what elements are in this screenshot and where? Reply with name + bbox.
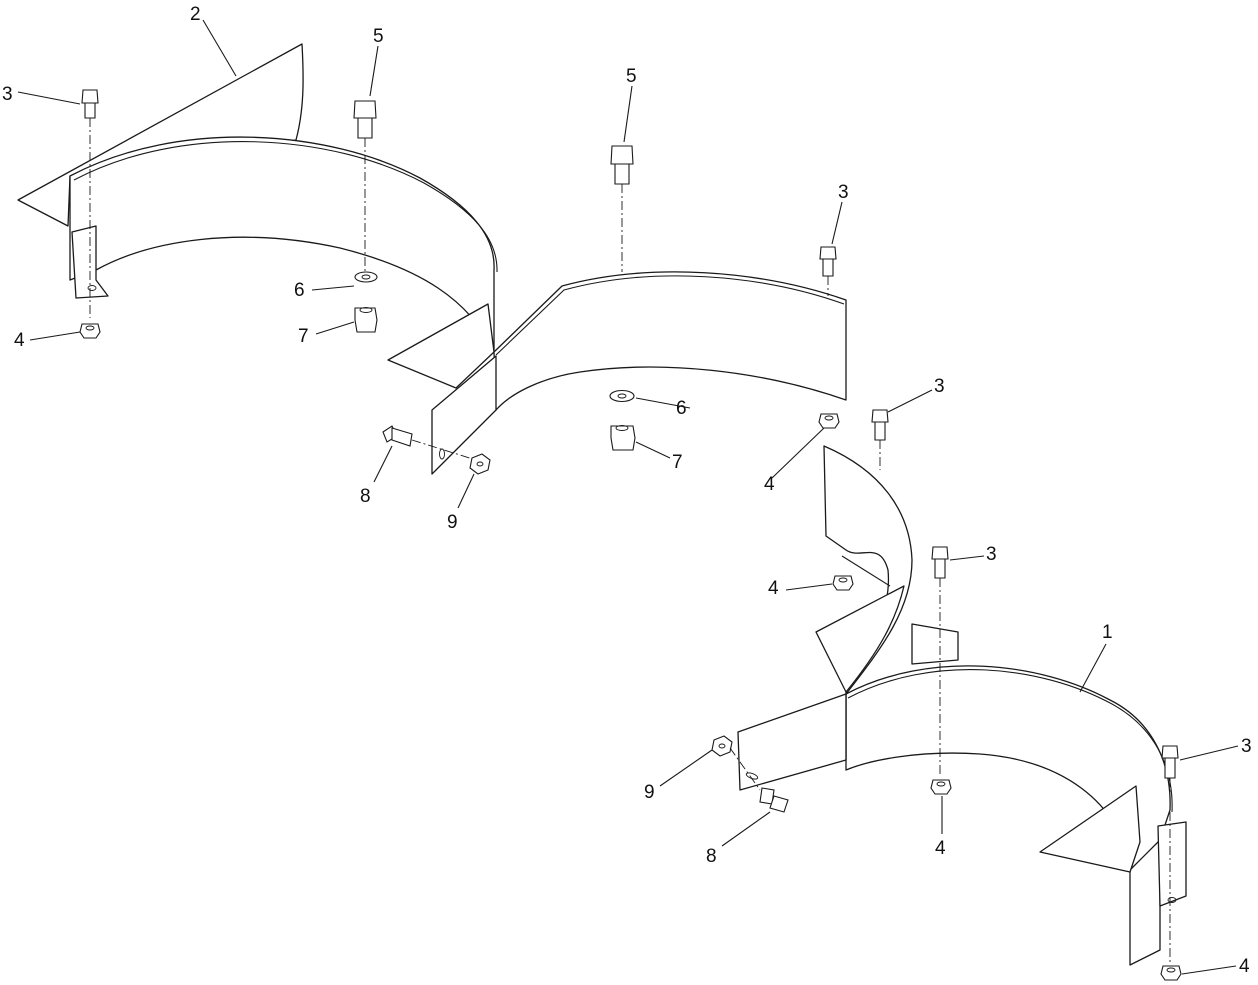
callout-3-upper-left: 3 bbox=[2, 84, 13, 105]
callout-6-center: 6 bbox=[676, 398, 687, 419]
callout-7-left: 7 bbox=[298, 326, 309, 347]
bolt-3-right-mid bbox=[871, 409, 889, 441]
part-1-side-wing bbox=[1039, 785, 1141, 873]
nut-4-center-right bbox=[818, 413, 840, 429]
callout-5-left: 5 bbox=[373, 26, 384, 47]
callout-8-right: 8 bbox=[706, 846, 717, 867]
callout-3-right-mid: 3 bbox=[934, 376, 945, 397]
hardware bbox=[79, 89, 1182, 981]
callout-1: 1 bbox=[1102, 622, 1113, 643]
leader-lines bbox=[17, 19, 1239, 975]
bolt-5-center bbox=[610, 145, 634, 185]
callout-labels: 2 3 5 5 3 6 7 4 6 7 8 9 3 4 4 3 1 9 8 4 … bbox=[2, 4, 1252, 977]
nut-7-center bbox=[610, 425, 636, 451]
callout-3-center-right: 3 bbox=[838, 182, 849, 203]
bolt-3-center-right bbox=[819, 246, 837, 277]
bolt-5-left bbox=[353, 100, 377, 139]
part-1-left-plate bbox=[737, 693, 847, 791]
washer-6-center bbox=[609, 389, 635, 403]
nut-7-left bbox=[354, 307, 378, 333]
callout-7-center: 7 bbox=[672, 452, 683, 473]
nut-4-far-right bbox=[1160, 965, 1182, 981]
callout-3-far-right: 3 bbox=[1241, 736, 1252, 757]
nut-4-part-1-center bbox=[930, 779, 952, 795]
nut-4-s-shield bbox=[832, 575, 854, 591]
part-2-curved-band bbox=[69, 136, 495, 353]
washer-6-left bbox=[354, 271, 378, 283]
callout-4-upper-left: 4 bbox=[14, 330, 25, 351]
callout-9-right: 9 bbox=[644, 782, 655, 803]
center-shield-band bbox=[493, 271, 847, 411]
bolt-3-upper-left bbox=[81, 89, 99, 119]
callout-8-left: 8 bbox=[360, 486, 371, 507]
part-1-mounting-tab bbox=[1157, 821, 1187, 907]
center-shield bbox=[431, 271, 847, 475]
part-1-top-tab bbox=[911, 623, 959, 665]
callout-2: 2 bbox=[190, 4, 201, 25]
bolt-3-part-1-top bbox=[931, 546, 949, 579]
nut-4-upper-left bbox=[79, 323, 101, 339]
callout-6-left: 6 bbox=[294, 280, 305, 301]
nut-9-left bbox=[469, 453, 491, 475]
callout-4-s-shield: 4 bbox=[768, 578, 779, 599]
bolt-3-far-right bbox=[1161, 745, 1179, 779]
callout-5-center: 5 bbox=[626, 66, 637, 87]
nut-9-right bbox=[711, 735, 733, 757]
callout-4-part-1-center: 4 bbox=[935, 838, 946, 859]
part-1-front-plate bbox=[1129, 839, 1161, 966]
center-shield-plate bbox=[431, 355, 497, 475]
callout-9-left: 9 bbox=[447, 512, 458, 533]
s-curve-lower-wing bbox=[815, 585, 905, 693]
callout-3-part-1-top: 3 bbox=[986, 544, 997, 565]
bolt-8-left bbox=[382, 425, 413, 447]
s-curve-shield bbox=[815, 445, 913, 695]
callout-4-center-right: 4 bbox=[764, 474, 775, 495]
bolt-8-right bbox=[759, 787, 789, 813]
part-1-shield bbox=[737, 623, 1187, 966]
callout-4-far-right: 4 bbox=[1239, 956, 1250, 977]
